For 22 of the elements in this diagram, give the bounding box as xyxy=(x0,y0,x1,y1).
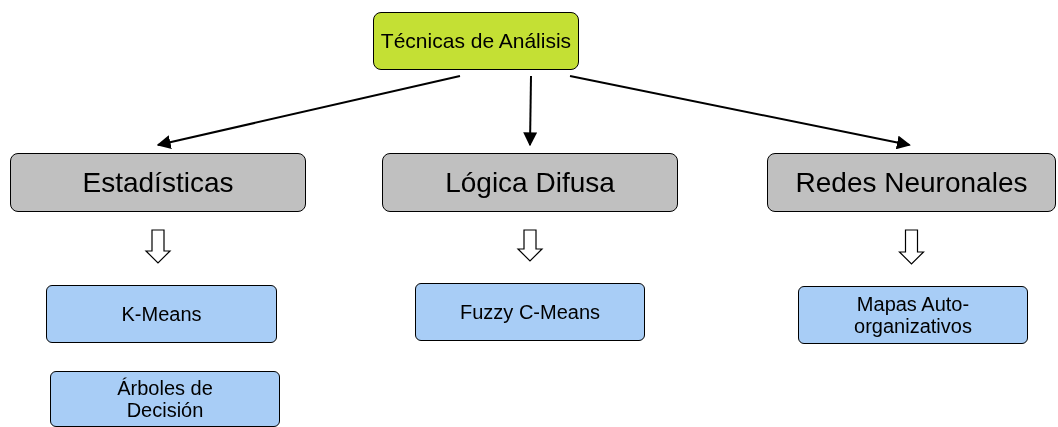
block-arrow xyxy=(898,229,925,265)
method-box xyxy=(50,371,280,427)
node-label: Técnicas de Análisis xyxy=(379,28,573,55)
arrow xyxy=(156,75,461,149)
method-box xyxy=(415,283,645,341)
node-label: Redes Neuronales xyxy=(794,165,1029,200)
category-box xyxy=(10,153,306,212)
block-arrow xyxy=(144,229,172,264)
arrow xyxy=(523,75,538,147)
arrow xyxy=(569,75,911,150)
category-box xyxy=(767,153,1056,212)
node-label: Estadísticas xyxy=(81,165,235,200)
node-label: Árboles de Decisión xyxy=(116,377,214,421)
node-label: Fuzzy C-Means xyxy=(459,301,601,323)
method-box xyxy=(798,286,1028,344)
node-label: Lógica Difusa xyxy=(444,165,616,200)
title-box xyxy=(373,12,579,70)
block-arrow xyxy=(516,229,544,262)
method-box xyxy=(46,285,277,343)
category-box xyxy=(382,153,678,212)
node-label: K-Means xyxy=(120,303,203,325)
node-label: Mapas Auto-organizativos xyxy=(853,293,973,337)
